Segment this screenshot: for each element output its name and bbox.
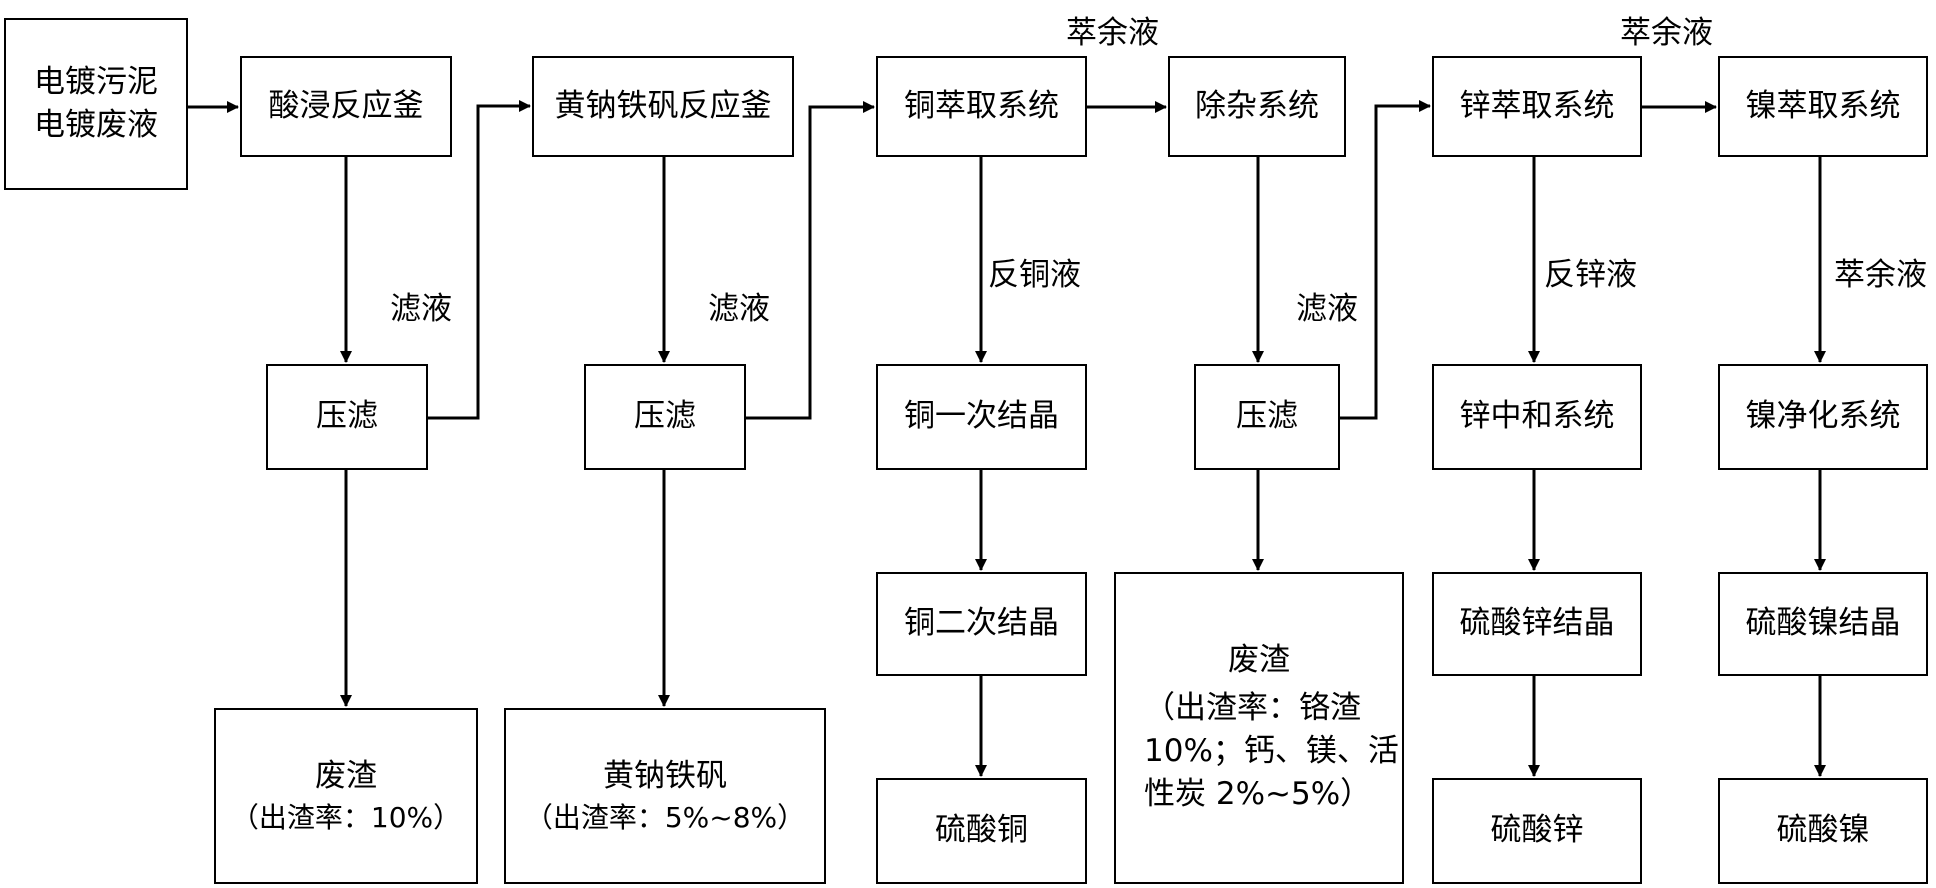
label-filtrate-3: 滤液: [1296, 291, 1358, 327]
node-copper-cryst-2: 铜二次结晶: [876, 572, 1087, 676]
node-copper-extraction-label: 铜萃取系统: [904, 87, 1059, 124]
node-acid-leach: 酸浸反应釜: [240, 56, 452, 157]
node-jarosite-product: 黄钠铁矾 （出渣率：5%~8%）: [504, 708, 826, 884]
node-source-line2: 电镀废液: [34, 107, 158, 143]
node-nickel-sulfate-label: 硫酸镍: [1776, 812, 1870, 849]
node-filter-press-3-label: 压滤: [1236, 398, 1298, 435]
node-zinc-sulfate-label: 硫酸锌: [1490, 812, 1584, 849]
node-copper-extraction: 铜萃取系统: [876, 56, 1087, 157]
node-zinc-extraction-label: 锌萃取系统: [1459, 87, 1615, 124]
node-filter-press-2-label: 压滤: [634, 398, 696, 435]
arrow-filter-3-to-zinc-extraction: [1340, 100, 1431, 420]
arrow-filter-2-to-copper-extraction: [746, 101, 875, 420]
node-nickel-extraction: 镍萃取系统: [1718, 56, 1928, 157]
node-source: 电镀污泥 电镀废液: [4, 18, 188, 190]
node-filter-press-1-label: 压滤: [316, 398, 378, 435]
label-raffinate-1: 萃余液: [1066, 15, 1159, 51]
label-filtrate-1: 滤液: [390, 291, 452, 327]
label-raffinate-3: 萃余液: [1834, 257, 1927, 293]
node-copper-sulfate-label: 硫酸铜: [935, 812, 1028, 849]
node-nickel-sulfate: 硫酸镍: [1718, 778, 1928, 884]
node-waste-residue-1: 废渣 （出渣率：10%）: [214, 708, 478, 884]
label-strip-copper: 反铜液: [988, 257, 1081, 293]
node-nickel-sulfate-cryst-label: 硫酸镍结晶: [1745, 605, 1901, 642]
node-waste-residue-3-note-line1: （出渣率：铬渣: [1144, 689, 1361, 726]
node-filter-press-2: 压滤: [584, 364, 746, 470]
node-jarosite-reactor: 黄钠铁矾反应釜: [532, 56, 794, 157]
node-waste-residue-1-title: 废渣: [315, 757, 377, 794]
node-zinc-neutralization-label: 锌中和系统: [1459, 398, 1615, 435]
node-acid-leach-label: 酸浸反应釜: [268, 87, 424, 124]
node-waste-residue-3: 废渣 （出渣率：铬渣 10%；钙、镁、活 性炭 2%~5%）: [1114, 572, 1404, 884]
node-jarosite-reactor-label: 黄钠铁矾反应釜: [554, 87, 772, 124]
label-strip-zinc: 反锌液: [1544, 257, 1637, 293]
node-nickel-sulfate-cryst: 硫酸镍结晶: [1718, 572, 1928, 676]
node-source-line1: 电镀污泥: [34, 63, 158, 100]
arrow-filter-1-to-jarosite: [428, 100, 531, 420]
node-waste-residue-3-title: 废渣: [1228, 642, 1290, 679]
node-waste-residue-3-note-line3: 性炭 2%~5%）: [1144, 776, 1372, 813]
node-impurity-removal: 除杂系统: [1168, 56, 1346, 157]
label-raffinate-2: 萃余液: [1620, 15, 1713, 51]
node-copper-cryst-2-label: 铜二次结晶: [904, 605, 1059, 642]
node-filter-press-3: 压滤: [1194, 364, 1340, 470]
node-zinc-neutralization: 锌中和系统: [1432, 364, 1642, 470]
node-jarosite-product-title: 黄钠铁矾: [603, 757, 727, 794]
node-nickel-purification: 镍净化系统: [1718, 364, 1928, 470]
label-filtrate-2: 滤液: [708, 291, 770, 327]
node-zinc-sulfate: 硫酸锌: [1432, 778, 1642, 884]
node-copper-sulfate: 硫酸铜: [876, 778, 1087, 884]
node-zinc-sulfate-cryst: 硫酸锌结晶: [1432, 572, 1642, 676]
node-waste-residue-3-note-line2: 10%；钙、镁、活: [1144, 733, 1399, 769]
node-nickel-extraction-label: 镍萃取系统: [1745, 87, 1901, 124]
node-nickel-purification-label: 镍净化系统: [1745, 398, 1901, 435]
node-impurity-removal-label: 除杂系统: [1195, 87, 1319, 124]
node-zinc-extraction: 锌萃取系统: [1432, 56, 1642, 157]
node-jarosite-product-note: （出渣率：5%~8%）: [524, 801, 806, 835]
node-zinc-sulfate-cryst-label: 硫酸锌结晶: [1459, 605, 1615, 642]
node-filter-press-1: 压滤: [266, 364, 428, 470]
node-copper-cryst-1: 铜一次结晶: [876, 364, 1087, 470]
node-copper-cryst-1-label: 铜一次结晶: [904, 398, 1059, 435]
node-waste-residue-1-note: （出渣率：10%）: [230, 801, 462, 835]
